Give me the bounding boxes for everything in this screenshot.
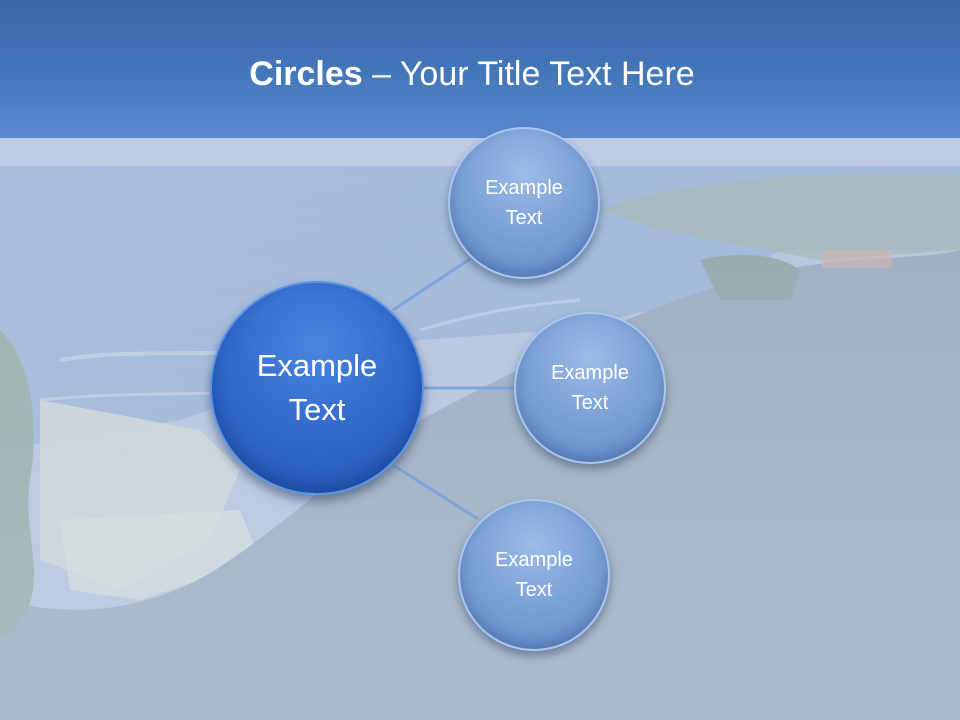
- center-circle-label: Example Text: [256, 348, 378, 427]
- title-rest-part: – Your Title Text Here: [362, 55, 695, 93]
- slide-title: Circles – Your Title Text Here: [0, 52, 944, 96]
- node-circle-3[interactable]: Example Text: [458, 499, 610, 651]
- node-circle-label: Example Text: [495, 549, 573, 601]
- node-circle-label: Example Text: [485, 177, 563, 229]
- node-circle-1[interactable]: Example Text: [448, 127, 600, 279]
- node-circle-2[interactable]: Example Text: [514, 312, 666, 464]
- node-circle-label: Example Text: [551, 362, 629, 414]
- center-circle[interactable]: Example Text: [210, 281, 424, 495]
- title-band: [0, 0, 960, 138]
- connector-line-3: [392, 463, 479, 521]
- connector-line-1: [392, 257, 471, 312]
- title-bold-part: Circles: [249, 55, 363, 93]
